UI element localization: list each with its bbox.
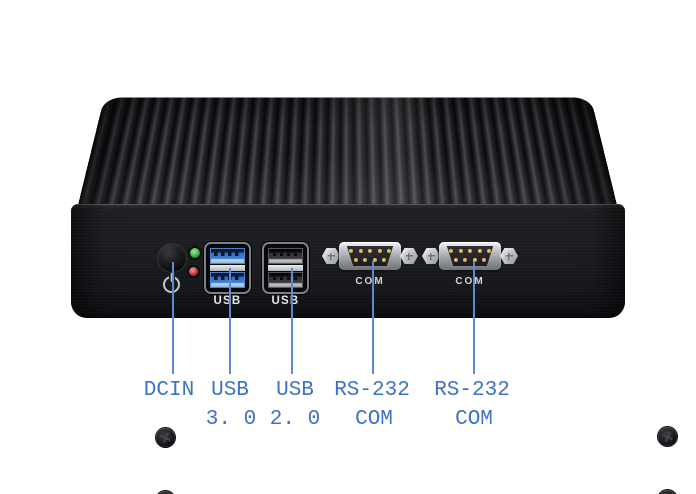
db9-face xyxy=(443,246,497,266)
usb2-port-top xyxy=(268,248,303,264)
heatsink-fins xyxy=(78,98,617,205)
usb2-port-stack xyxy=(262,242,309,294)
callout-line-usb3 xyxy=(229,268,231,374)
callout-label-rs232: RS-232 xyxy=(402,379,542,403)
usb2-port-bottom xyxy=(268,272,303,288)
usb2-panel-label: USB xyxy=(262,295,309,307)
db9-face xyxy=(343,246,397,266)
hdd-led xyxy=(189,267,198,276)
heatsink-top xyxy=(78,97,617,205)
db9-connector xyxy=(439,242,501,270)
callout-line-usb2 xyxy=(291,268,293,374)
usb3-port-top xyxy=(210,248,245,264)
screw-bottom-right xyxy=(658,490,677,494)
callout-line-com2 xyxy=(473,261,475,374)
callout-line-com1 xyxy=(372,261,374,374)
callout-label-com: COM xyxy=(404,408,544,432)
usb-divider xyxy=(210,265,245,271)
db9-connector xyxy=(339,242,401,270)
usb3-port-stack xyxy=(204,242,251,294)
usb-divider xyxy=(268,265,303,271)
usb3-port-bottom xyxy=(210,272,245,288)
com1-panel-label: COM xyxy=(339,276,401,287)
screw-top-right xyxy=(658,427,677,446)
callout-line-dcin xyxy=(172,262,174,374)
com2-panel-label: COM xyxy=(439,276,501,287)
usb3-panel-label: USB xyxy=(204,295,251,307)
power-led xyxy=(190,248,200,258)
